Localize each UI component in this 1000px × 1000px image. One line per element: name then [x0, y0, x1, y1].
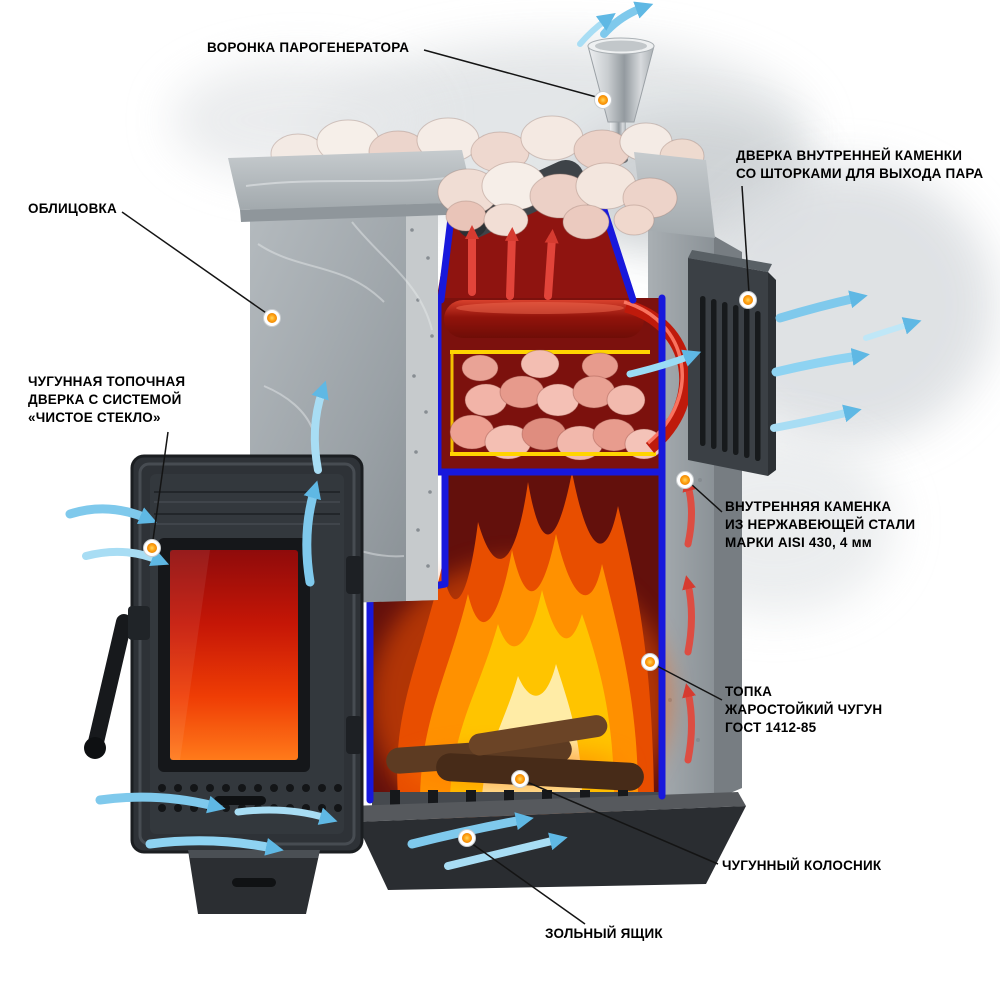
callout-marker-firebox-door: [143, 539, 161, 557]
leader-firebox: [656, 665, 723, 701]
callout-markers: [143, 91, 757, 847]
leader-cladding: [121, 211, 270, 316]
label-line: ЧУГУННЫЙ КОЛОСНИК: [722, 858, 882, 873]
label-line: ЧУГУННАЯ ТОПОЧНАЯ: [28, 374, 186, 389]
callout-marker-kamenka-door: [739, 291, 757, 309]
inner-kamenka-chamber: [444, 299, 693, 461]
inner-kamenka-door: [688, 250, 776, 476]
label-line: МАРКИ AISI 430, 4 мм: [725, 535, 872, 550]
label-line: СО ШТОРКАМИ ДЛЯ ВЫХОДА ПАРА: [736, 166, 984, 181]
label-line: ЖАРОСТОЙКИЙ ЧУГУН: [725, 702, 883, 717]
label-line: ГОСТ 1412-85: [725, 720, 817, 735]
label-kamenka-door: ДВЕРКА ВНУТРЕННЕЙ КАМЕНКИ СО ШТОРКАМИ ДЛ…: [736, 147, 983, 183]
callout-marker-firebox: [641, 653, 659, 671]
burning-logs: [386, 715, 644, 791]
label-line: ИЗ НЕРЖАВЕЮЩЕЙ СТАЛИ: [725, 517, 916, 532]
leader-inner-kamenka: [690, 483, 723, 513]
callout-marker-cladding: [263, 309, 281, 327]
label-line: ДВЕРКА ВНУТРЕННЕЙ КАМЕНКИ: [736, 148, 963, 163]
label-firebox-door: ЧУГУННАЯ ТОПОЧНАЯ ДВЕРКА С СИСТЕМОЙ «ЧИС…: [28, 373, 185, 427]
door-glass: [170, 550, 298, 760]
door-handle: [88, 614, 132, 750]
label-ash-box: ЗОЛЬНЫЙ ЯЩИК: [545, 925, 663, 943]
label-line: ТОПКА: [725, 684, 773, 699]
callout-marker-inner-kamenka: [676, 471, 694, 489]
label-line: ЗОЛЬНЫЙ ЯЩИК: [545, 926, 663, 941]
door-hinge: [346, 556, 362, 594]
leader-grate: [526, 781, 719, 865]
callout-marker-ash-box: [458, 829, 476, 847]
callout-marker-grate: [511, 770, 529, 788]
top-stone-tray: [228, 115, 715, 240]
leader-ash-box: [470, 842, 586, 925]
ash-drawer: [188, 850, 320, 914]
steam-arrow: [600, 1, 654, 38]
label-grate: ЧУГУННЫЙ КОЛОСНИК: [722, 857, 881, 875]
label-line: ДВЕРКА С СИСТЕМОЙ: [28, 392, 182, 407]
top-slab-left: [228, 150, 474, 210]
leader-funnel: [423, 49, 601, 99]
kamenka-stones: [449, 349, 664, 461]
label-line: ВОРОНКА ПАРОГЕНЕРАТОРА: [207, 40, 410, 55]
label-funnel: ВОРОНКА ПАРОГЕНЕРАТОРА: [207, 39, 409, 57]
label-inner-kamenka: ВНУТРЕННЯЯ КАМЕНКА ИЗ НЕРЖАВЕЮЩЕЙ СТАЛИ …: [725, 498, 915, 552]
label-line: ВНУТРЕННЯЯ КАМЕНКА: [725, 499, 892, 514]
leader-kamenka-door: [741, 185, 750, 294]
label-cladding: ОБЛИЦОВКА: [28, 200, 117, 218]
label-firebox: ТОПКА ЖАРОСТОЙКИЙ ЧУГУН ГОСТ 1412-85: [725, 683, 882, 737]
label-line: «ЧИСТОЕ СТЕКЛО»: [28, 410, 161, 425]
callout-marker-funnel: [594, 91, 612, 109]
door-hinge: [346, 716, 362, 754]
sauna-stones-overhang: [437, 161, 678, 240]
air-slider: [214, 796, 266, 805]
callout-lines: [121, 49, 750, 925]
leader-firebox-door: [152, 431, 169, 541]
label-line: ОБЛИЦОВКА: [28, 201, 117, 216]
